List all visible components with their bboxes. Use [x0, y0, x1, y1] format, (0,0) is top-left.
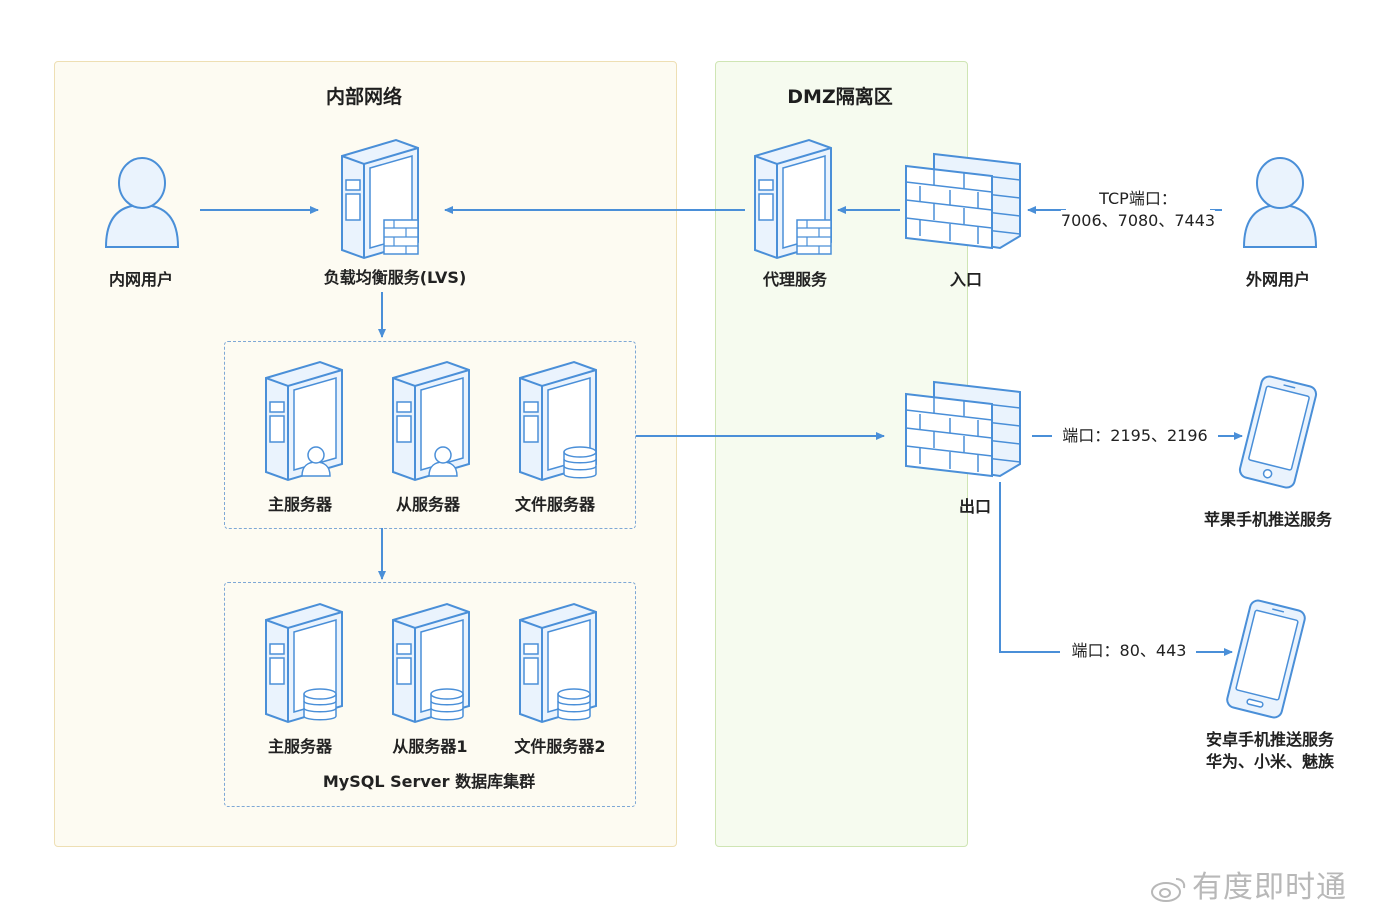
db-slave-server-icon: [392, 602, 470, 724]
watermark: 有度即时通: [1150, 862, 1347, 906]
app-main-server-label: 主服务器: [267, 495, 333, 514]
internal-network-title: 内部网络: [325, 86, 403, 108]
external-user-label: 外网用户: [1245, 270, 1311, 289]
entrance-firewall-icon: [905, 152, 1021, 250]
lvs-label: 负载均衡服务(LVS): [323, 268, 467, 287]
app-slave-server-label: 从服务器: [395, 495, 461, 514]
tcp-port-label-line2: 7006、7080、7443: [1060, 210, 1216, 232]
internal-user-label: 内网用户: [108, 270, 174, 289]
database-cluster-group: [224, 582, 636, 807]
db-main-server-label: 主服务器: [267, 737, 333, 756]
apple-phone-icon: [1238, 375, 1318, 489]
android-phone-icon: [1226, 599, 1306, 719]
entrance-label: 入口: [949, 270, 983, 289]
tcp-port-label-line1: TCP端口：: [1099, 188, 1177, 210]
app-server-group: [224, 341, 636, 529]
db-file-server-icon: [519, 602, 597, 724]
app-file-server-icon: [519, 360, 597, 482]
db-slave-server-label: 从服务器1: [392, 737, 468, 756]
proxy-server-icon: [754, 138, 832, 260]
external-user-icon: [1242, 157, 1318, 248]
db-cluster-label: MySQL Server 数据库集群: [322, 772, 536, 791]
apple-port-label: 端口：2195、2196: [1062, 425, 1208, 447]
weibo-logo-icon: [1151, 877, 1186, 902]
dmz-title: DMZ隔离区: [787, 86, 893, 108]
app-file-server-label: 文件服务器: [514, 495, 596, 514]
internal-user-icon: [104, 157, 180, 248]
android-push-label-line2: 华为、小米、魅族: [1205, 752, 1335, 771]
db-file-server-label: 文件服务器2: [514, 737, 606, 756]
lvs-server-icon: [341, 138, 419, 260]
apple-push-label: 苹果手机推送服务: [1203, 510, 1333, 529]
exit-firewall-icon: [905, 380, 1021, 478]
android-port-label: 端口：80、443: [1071, 640, 1187, 662]
db-main-server-icon: [265, 602, 343, 724]
app-slave-server-icon: [392, 360, 470, 482]
proxy-label: 代理服务: [762, 270, 828, 289]
exit-label: 出口: [958, 497, 992, 516]
watermark-text: 有度即时通: [1192, 870, 1347, 905]
android-push-label-line1: 安卓手机推送服务: [1205, 730, 1335, 749]
app-main-server-icon: [265, 360, 343, 482]
exit-to-android-path: [999, 482, 1060, 653]
